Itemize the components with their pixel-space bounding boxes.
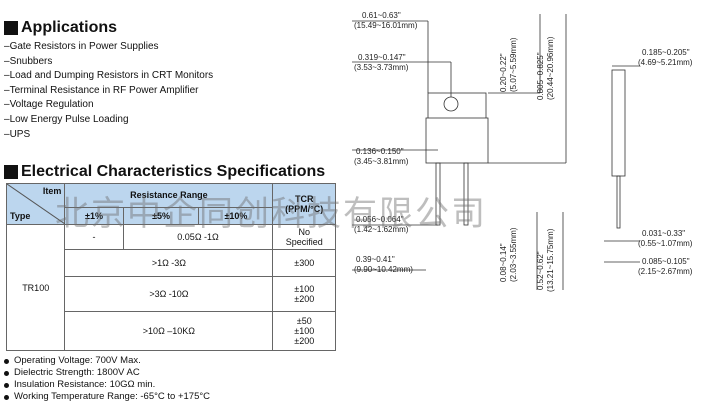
spec-table: Item Type Resistance Range TCR (PPM/°C) … [5,183,336,351]
dim-lead-length: 0.52~0.62" [536,251,545,290]
dim-thickness: 0.185~0.205" [642,48,690,57]
list-item: Gate Resistors in Power Supplies [4,40,213,55]
tcr-cell: No Specified [272,224,336,250]
dim-body-width: 0.39~0.41" [356,255,395,264]
dim-top-width: 0.61~0.63" [362,11,401,20]
applications-title: Applications [21,19,118,36]
tol-1-cell: - [64,224,124,250]
dim-lead-width: 0.056~0.064" [356,215,404,224]
dim-lead-spacing-mm: (3.45~3.81mm) [354,157,409,166]
dim-lead-offset-mm: (2.15~2.67mm) [638,267,693,276]
list-item: Snubbers [4,55,213,70]
item-type-corner: Item Type [5,183,66,225]
dim-hole-pos: 0.319~0.147" [358,53,406,62]
watermark: 北京中企同创科技有限公司 [55,194,487,234]
type-label: Type [10,211,31,221]
item-label: Item [42,186,62,196]
list-item: Load and Dumping Resistors in CRT Monito… [4,69,214,84]
applications-list: Gate Resistors in Power Supplies Snubber… [4,40,214,143]
resistance-range-header: Resistance Range [64,183,274,208]
dim-hole-pos-mm: (3.53~3.73mm) [354,63,409,72]
list-item: Insulation Resistance: 10GΩ min. [4,379,210,391]
note-text: Operating Voltage: 700V Max. [14,355,141,366]
side-lead [616,175,621,229]
tcr-value: ±100 [294,284,315,294]
type-cell: TR100 [5,224,66,351]
heading-square-icon [4,165,18,179]
tol-10-header: ±10% [198,206,274,226]
dim-tab-height: 0.20~0.22" [499,53,508,92]
tcr-value: ±200 [294,336,315,346]
tcr-header: TCR (PPM/°C) [272,183,336,225]
tcr-value: ±100 [294,326,315,336]
list-item: UPS [4,128,213,143]
dim-body-width-mm: (9.90~10.42mm) [354,265,413,274]
dim-lead-offset: 0.085~0.105" [642,257,690,266]
dim-total-height: 0.805~0.825" [536,52,545,100]
tcr-value: No [298,227,310,237]
side-body-outline [611,69,626,177]
dim-thickness-mm: (4.69~5.21mm) [638,58,693,67]
dim-tab-height-mm: (5.07~5.59mm) [509,37,518,92]
range-cell: >3Ω -10Ω [64,276,274,312]
electrical-title: Electrical Characteristics Specification… [21,163,326,180]
bullet-icon [4,394,9,400]
dim-lead-width-mm: (1.42~1.62mm) [354,225,409,234]
bullet-icon [4,358,9,364]
tcr-value: ±200 [294,294,315,304]
dim-lead-short: 0.08~0.14" [499,243,508,282]
tcr-unit-label: (PPM/°C) [285,204,324,214]
list-item: Low Energy Pulse Loading [4,113,213,128]
dim-lead-thick-mm: (0.55~1.07mm) [638,239,693,248]
dim-lead-spacing: 0.136~0.150" [356,147,404,156]
heading-square-icon [4,21,18,35]
dim-total-height-mm: (20.44~20.96mm) [546,36,555,100]
tcr-value: Specified [285,237,323,247]
electrical-heading: Electrical Characteristics Specification… [4,163,325,181]
note-text: Working Temperature Range: -65°C to +175… [14,391,211,402]
mounting-hole [443,96,459,112]
note-text: Insulation Resistance: 10GΩ min. [14,379,156,390]
notes-list: Operating Voltage: 700V Max. Dielectric … [4,355,210,403]
tcr-cell: ±100 ±200 [272,276,336,312]
tcr-cell: ±300 [272,249,336,277]
body-outline [425,117,489,164]
bullet-icon [4,382,9,388]
list-item: Terminal Resistance in RF Power Amplifie… [4,84,213,99]
dim-lead-short-mm: (2.03~3.55mm) [509,227,518,282]
list-item: Working Temperature Range: -65°C to +175… [4,391,210,403]
tol-1-header: ±1% [64,206,124,226]
corner-diagonal [7,184,65,224]
list-item: Voltage Regulation [4,98,213,113]
range-cell: >1Ω -3Ω [64,249,274,277]
tcr-cell: ±50 ±100 ±200 [272,311,336,351]
dim-lead-length-mm: (13.21~15.75mm) [546,228,555,292]
bullet-icon [4,370,9,376]
list-item: Operating Voltage: 700V Max. [4,355,210,367]
list-item: Dielectric Strength: 1800V AC [4,367,210,379]
tcr-value: ±50 [296,316,312,326]
tcr-label: TCR [294,194,314,204]
dim-top-width-mm: (15.49~16.01mm) [354,21,418,30]
tol-5-header: ±5% [122,206,200,226]
lead-right [463,162,469,226]
applications-heading: Applications [4,19,117,37]
range-cell: >10Ω –10KΩ [64,311,274,351]
note-text: Dielectric Strength: 1800V AC [14,367,140,378]
dim-lead-thick: 0.031~0.33" [642,229,685,238]
